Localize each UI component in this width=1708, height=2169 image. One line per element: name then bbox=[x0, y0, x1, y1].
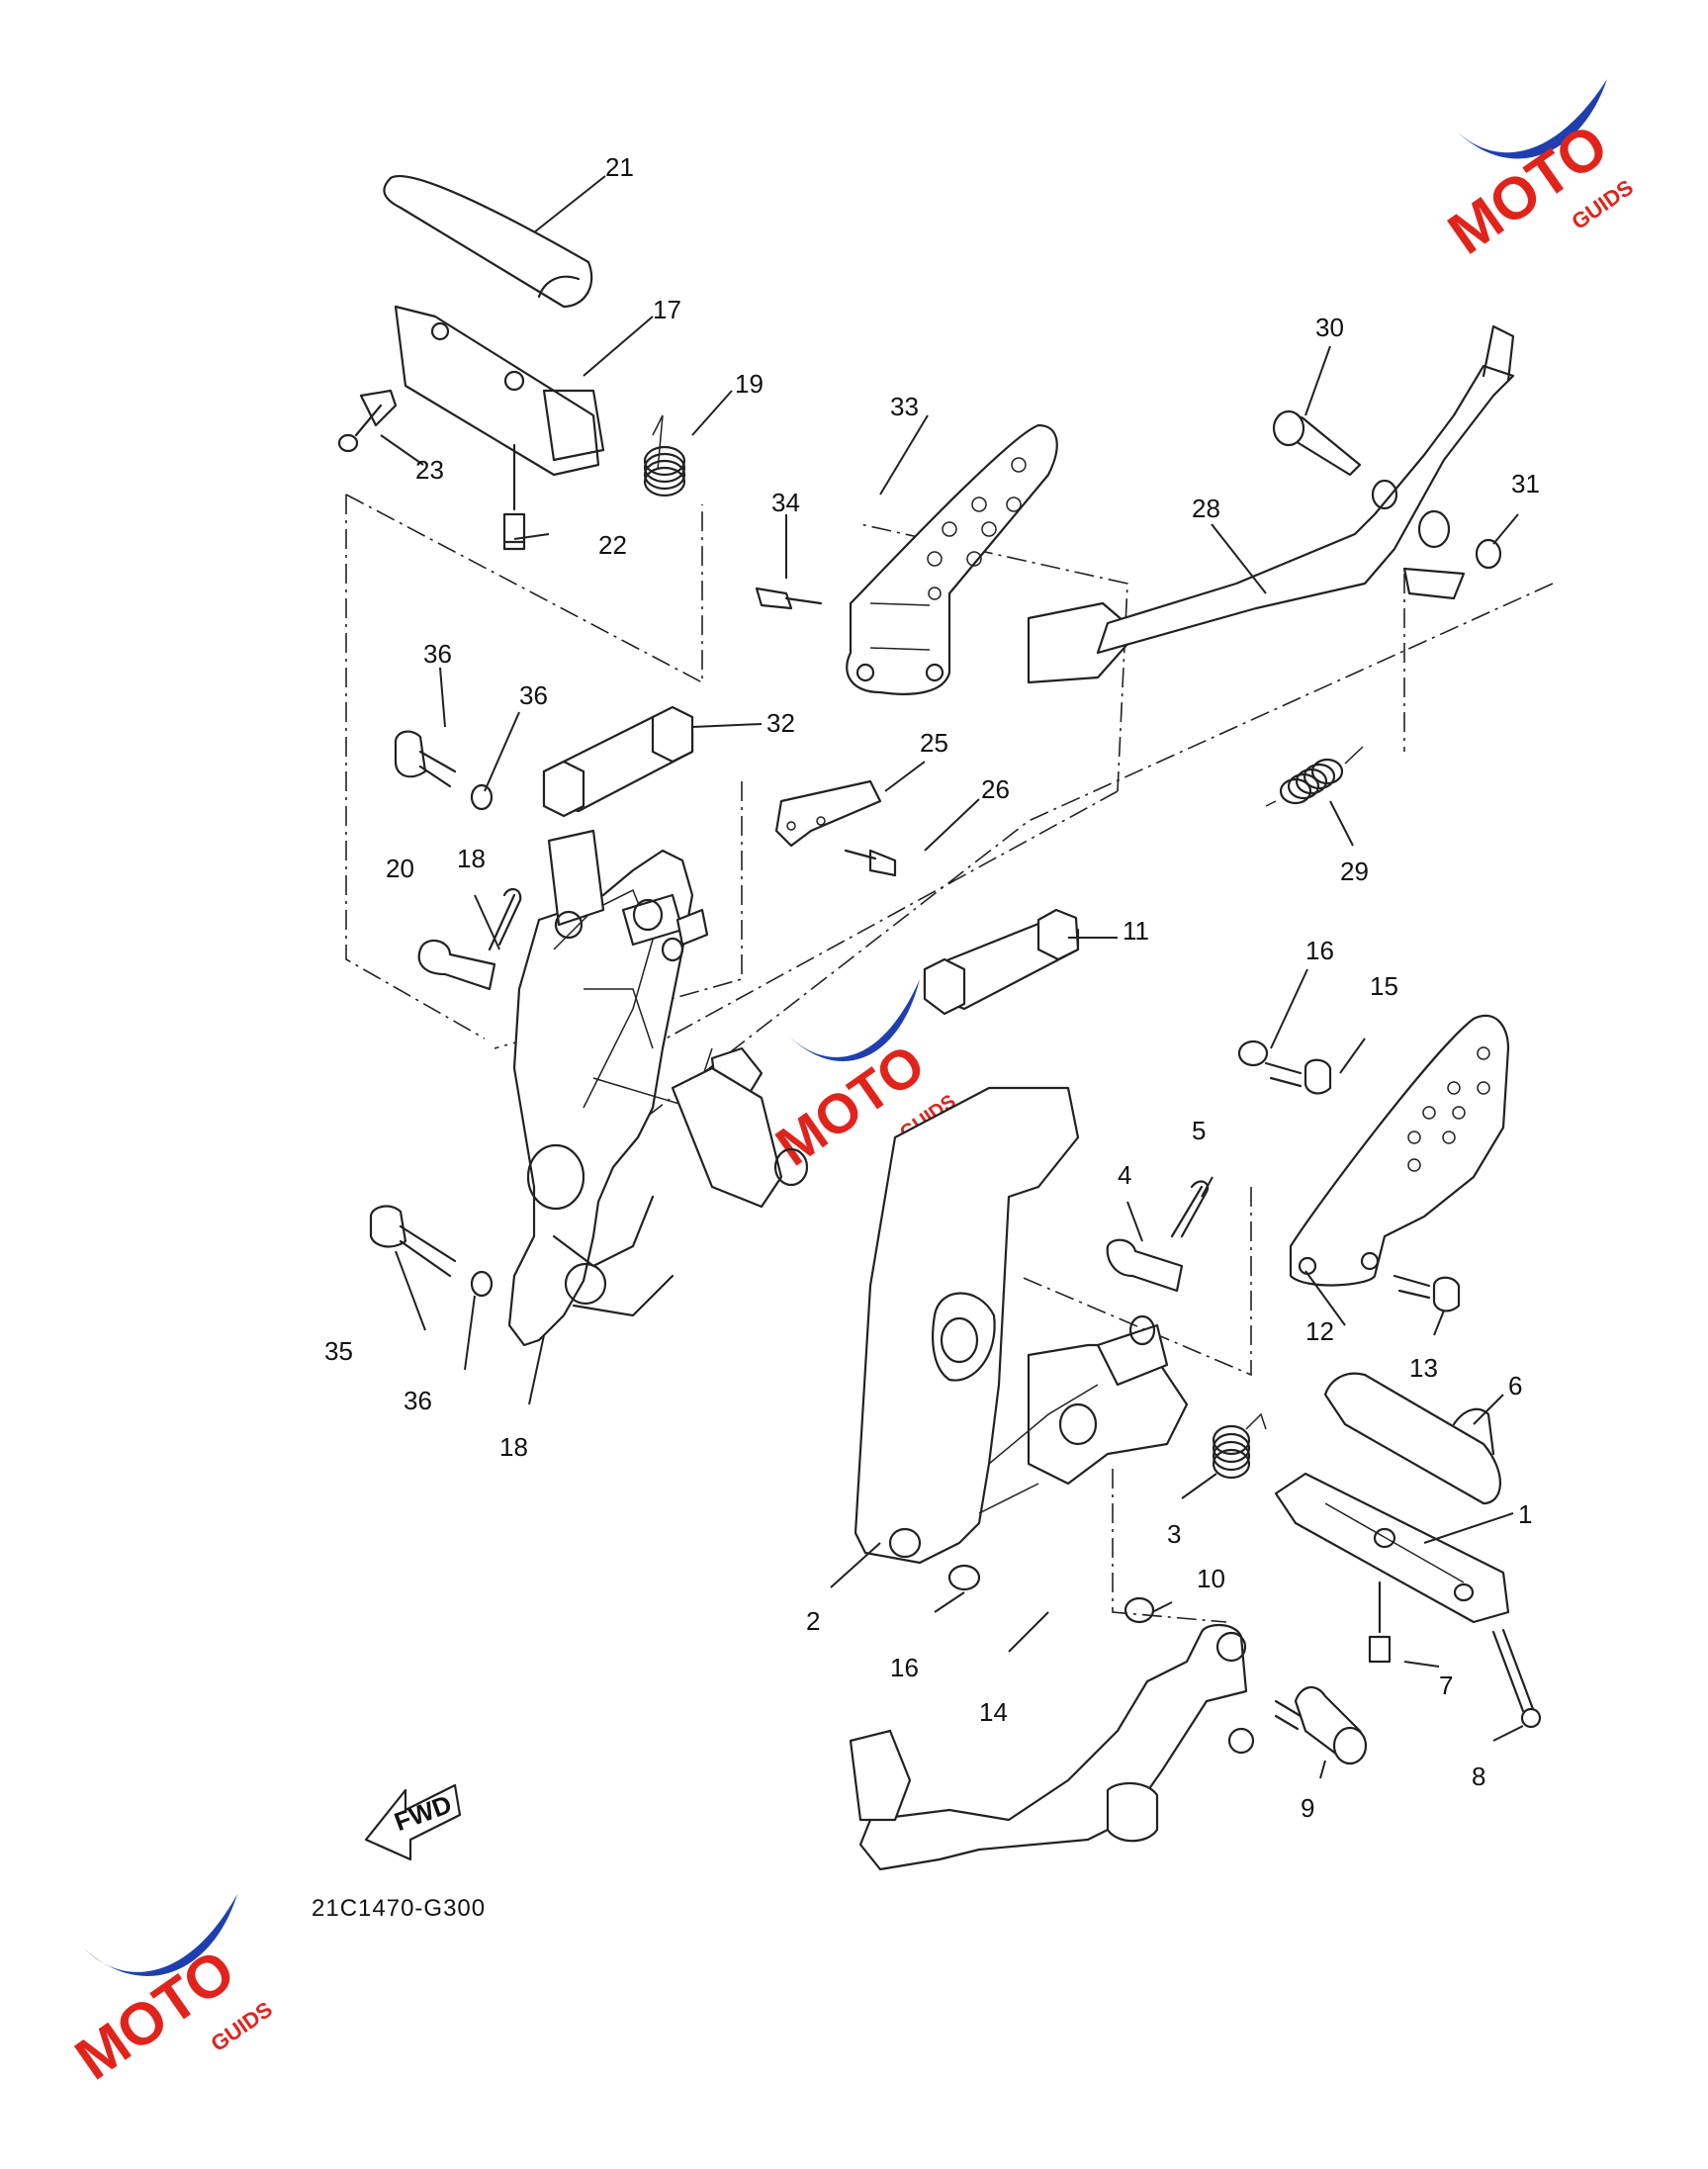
diagram-code: 21C1470-G300 bbox=[312, 1895, 486, 1922]
label-32: 33 bbox=[890, 392, 919, 421]
leader-lines bbox=[380, 175, 1524, 1779]
label-6: 6 bbox=[1508, 1371, 1522, 1401]
lower-linkage bbox=[849, 1596, 1368, 1871]
assembly-lines bbox=[345, 494, 1554, 1623]
label-30: 31 bbox=[1511, 469, 1540, 498]
label-29: 30 bbox=[1315, 313, 1344, 342]
right-bracket bbox=[854, 908, 1332, 1591]
label-33: 34 bbox=[771, 488, 800, 517]
label-7: 7 bbox=[1439, 1671, 1453, 1700]
label-2: 2 bbox=[806, 1606, 820, 1636]
logo-text: MOTO bbox=[1436, 111, 1619, 266]
label-31: 32 bbox=[766, 708, 795, 738]
watermark-logo-bottom-left: MOTO GUIDS bbox=[63, 1894, 277, 2093]
label-18: 18 bbox=[499, 1432, 528, 1462]
label-22: 21 bbox=[605, 152, 634, 182]
watermark-logo-top-right: MOTO GUIDS bbox=[1436, 79, 1638, 267]
heel-plate-upper bbox=[755, 423, 1058, 695]
label-17: 17 bbox=[653, 295, 681, 324]
label-16a: 16 bbox=[1305, 936, 1334, 965]
label-10: 10 bbox=[1197, 1564, 1225, 1593]
label-16b: 16 bbox=[890, 1653, 919, 1682]
label-21: 18 bbox=[457, 844, 486, 873]
fwd-arrow-icon: FWD bbox=[364, 1783, 462, 1861]
label-23: 22 bbox=[598, 530, 627, 560]
label-35: 36 bbox=[423, 639, 452, 669]
spring-28 bbox=[1265, 746, 1364, 807]
label-15: 15 bbox=[1370, 971, 1398, 1001]
label-26: 26 bbox=[981, 774, 1010, 804]
spring-19 bbox=[643, 414, 686, 497]
label-34: 35 bbox=[324, 1336, 353, 1366]
label-13: 13 bbox=[1409, 1353, 1438, 1383]
label-12: 12 bbox=[1305, 1316, 1334, 1346]
left-bracket bbox=[369, 705, 897, 1347]
label-20: 20 bbox=[386, 854, 414, 883]
label-9: 9 bbox=[1301, 1793, 1314, 1823]
label-36b: 36 bbox=[404, 1386, 432, 1415]
part-labels: 21 17 19 33 34 30 28 31 23 22 36 36 32 2… bbox=[324, 152, 1540, 1823]
label-5: 5 bbox=[1192, 1116, 1206, 1145]
label-28: 29 bbox=[1340, 857, 1369, 886]
label-19: 19 bbox=[735, 369, 764, 399]
label-25: 25 bbox=[920, 728, 948, 758]
brake-pedal bbox=[1027, 324, 1515, 807]
label-36a: 36 bbox=[519, 680, 548, 710]
heel-plate-right bbox=[1289, 1014, 1510, 1312]
label-3: 3 bbox=[1167, 1519, 1181, 1549]
label-24: 23 bbox=[415, 455, 444, 485]
label-27: 28 bbox=[1192, 494, 1220, 523]
lower-footrest bbox=[1212, 1372, 1542, 1729]
label-11: 11 bbox=[1123, 916, 1149, 946]
label-1: 1 bbox=[1518, 1499, 1532, 1529]
label-14: 14 bbox=[979, 1697, 1008, 1727]
label-4: 4 bbox=[1118, 1160, 1131, 1190]
logo-text: MOTO bbox=[63, 1937, 246, 2092]
label-8: 8 bbox=[1472, 1762, 1485, 1791]
spring-3 bbox=[1212, 1412, 1267, 1480]
upper-footrest bbox=[337, 175, 686, 551]
